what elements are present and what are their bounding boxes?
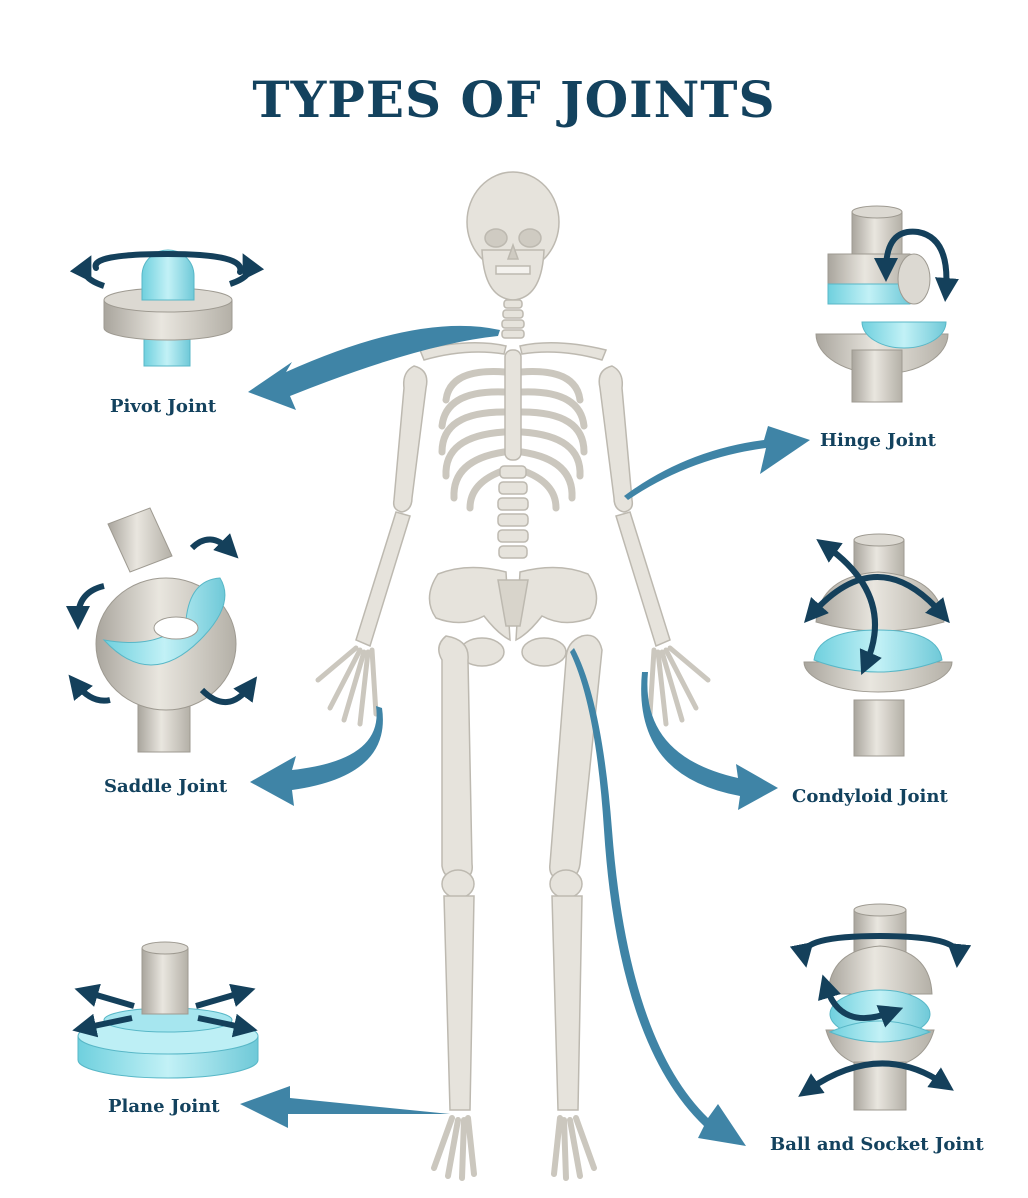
rib-cage: [438, 368, 588, 512]
pointer-arrow-pivot: [248, 325, 500, 410]
label-plane-joint: Plane Joint: [108, 1096, 220, 1117]
pelvis: [428, 566, 598, 667]
motion-arrow-icon: [189, 533, 239, 559]
tibia-left: [443, 895, 475, 1111]
kneecap-right: [549, 869, 583, 899]
rotation-arrow-icon: [92, 250, 244, 275]
femur-right: [549, 634, 603, 881]
clavicle-left: [418, 342, 507, 361]
foot-left: [431, 1115, 477, 1181]
condyloid-joint-illustration: [803, 533, 953, 757]
tibia-right: [551, 895, 583, 1111]
pointer-arrow-ball-socket: [570, 648, 746, 1146]
pivot-joint-illustration: [69, 249, 265, 367]
clavicle-right: [519, 342, 608, 361]
label-pivot-joint: Pivot Joint: [110, 396, 217, 417]
plane-joint-illustration: [72, 941, 259, 1079]
label-hinge-joint: Hinge Joint: [820, 430, 936, 451]
label-saddle-joint: Saddle Joint: [104, 776, 228, 797]
pointer-arrow-hinge: [624, 426, 810, 500]
hand-left: [315, 645, 379, 727]
flex-arrow-icon: [874, 228, 959, 302]
label-ball-socket-joint: Ball and Socket Joint: [770, 1134, 984, 1155]
femur-left: [438, 635, 473, 881]
pointer-arrow-plane: [240, 1086, 450, 1128]
skull: [466, 171, 560, 301]
foot-right: [551, 1115, 597, 1181]
label-condyloid-joint: Condyloid Joint: [792, 786, 948, 807]
pointer-arrow-condyloid: [641, 672, 778, 810]
lumbar-spine: [497, 465, 529, 559]
multiaxial-arrow-icon: [789, 932, 972, 968]
glide-arrow-icon: [74, 983, 135, 1009]
pointer-arrow-saddle: [250, 706, 383, 806]
kneecap-left: [441, 869, 475, 899]
page-title: TYPES OF JOINTS: [252, 70, 776, 129]
forearm-left: [355, 511, 411, 648]
humerus-right: [598, 365, 634, 513]
cervical-spine: [501, 299, 525, 339]
humerus-left: [392, 365, 428, 513]
saddle-joint-illustration: [66, 507, 258, 753]
hand-right: [647, 645, 711, 727]
sternum: [504, 349, 522, 461]
hinge-joint-illustration: [815, 205, 959, 403]
ball-socket-joint-illustration: [789, 903, 972, 1111]
skeleton: [315, 171, 711, 1181]
forearm-right: [615, 511, 671, 648]
